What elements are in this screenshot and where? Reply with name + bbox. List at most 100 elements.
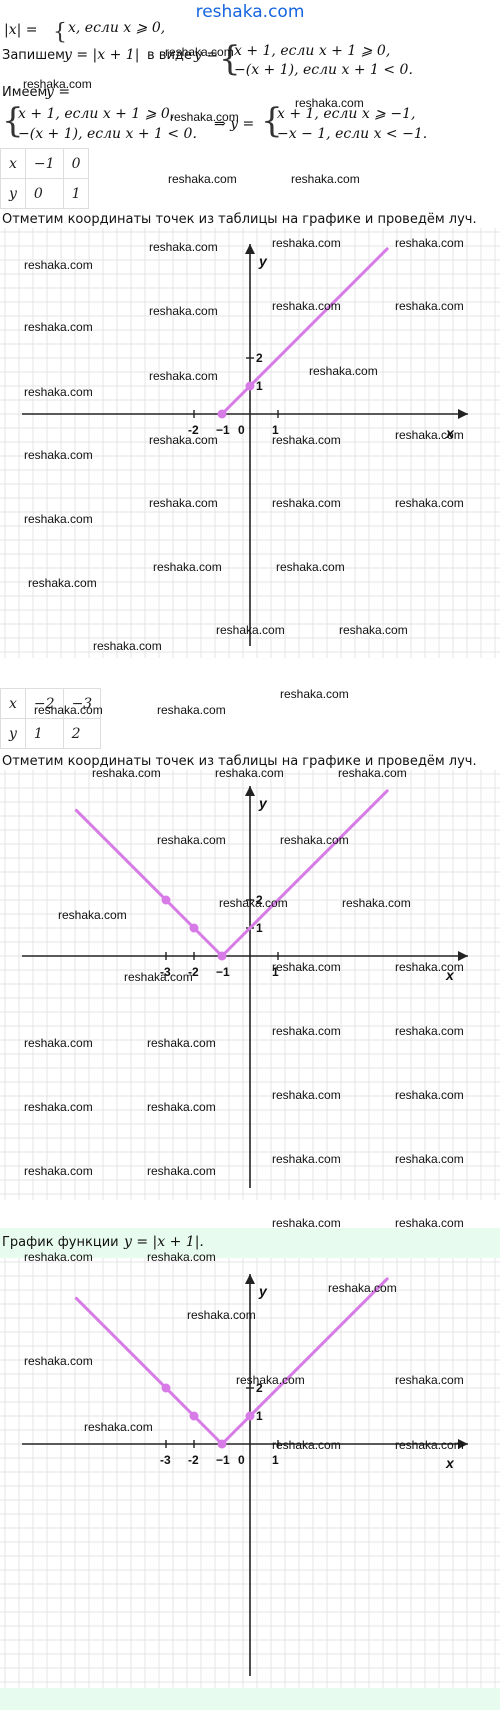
watermark: reshaka.com: [328, 1281, 397, 1295]
x-axis-arrow: [458, 409, 468, 419]
brace: {: [53, 20, 67, 45]
text-v-vide: в виде: [147, 48, 192, 63]
watermark: reshaka.com: [395, 428, 464, 442]
watermark: reshaka.com: [395, 960, 464, 974]
watermark: reshaka.com: [395, 1088, 464, 1102]
watermark: reshaka.com: [24, 385, 93, 399]
text-imeem: Имеем: [2, 85, 48, 100]
brace: {: [2, 101, 24, 141]
implies: ⇒ y =: [214, 116, 255, 132]
table-header-x: x: [0, 148, 26, 179]
x-tick-label: -3: [160, 965, 171, 979]
graph-point: [189, 923, 199, 933]
watermark: reshaka.com: [395, 1024, 464, 1038]
x-tick-label: −1: [216, 965, 230, 979]
watermark: reshaka.com: [157, 703, 226, 717]
watermark: reshaka.com: [272, 1438, 341, 1452]
x-axis-label: x: [445, 1455, 455, 1471]
watermark: reshaka.com: [395, 236, 464, 250]
watermark: reshaka.com: [34, 703, 103, 717]
watermark: reshaka.com: [24, 258, 93, 272]
x-axis-arrow: [458, 951, 468, 961]
caption-2: Отметим координаты точек из таблицы на г…: [2, 754, 477, 769]
x-tick-label: -2: [188, 423, 199, 437]
brace: {: [219, 39, 241, 79]
y-axis-label: y: [258, 1283, 268, 1299]
y-axis-arrow: [245, 1274, 255, 1284]
x-axis-label: x: [445, 425, 455, 441]
watermark: reshaka.com: [124, 970, 193, 984]
watermark: reshaka.com: [219, 896, 288, 910]
table-cell: −3: [62, 688, 102, 719]
case-3: x + 1, если x ⩾ −1,: [277, 106, 416, 122]
y-axis-arrow: [245, 244, 255, 254]
table-header-x: x: [0, 688, 26, 719]
watermark: reshaka.com: [24, 1100, 93, 1114]
watermark: reshaka.com: [149, 369, 218, 383]
watermark: reshaka.com: [149, 304, 218, 318]
watermark: reshaka.com: [149, 240, 218, 254]
table-cell: 2: [62, 718, 102, 749]
x-tick-label: 1: [272, 1453, 279, 1467]
graph-point: [245, 381, 255, 391]
grid: [0, 770, 500, 1200]
watermark: reshaka.com: [147, 1164, 216, 1178]
y-tick-label: 1: [256, 1409, 263, 1423]
watermark: reshaka.com: [395, 496, 464, 510]
watermark: reshaka.com: [157, 833, 226, 847]
site-logo[interactable]: reshaka.com: [195, 2, 305, 22]
watermark: reshaka.com: [338, 766, 407, 780]
watermark: reshaka.com: [149, 496, 218, 510]
case-1: x + 1, если x + 1 ⩾ 0,: [234, 43, 391, 59]
watermark: reshaka.com: [395, 1373, 464, 1387]
watermark: reshaka.com: [147, 1250, 216, 1264]
x-axis-label: x: [445, 967, 455, 983]
watermark: reshaka.com: [215, 766, 284, 780]
y-tick-label: 1: [256, 921, 263, 935]
watermark: reshaka.com: [339, 623, 408, 637]
watermark: reshaka.com: [24, 1354, 93, 1368]
math-y: y =: [46, 84, 71, 100]
watermark: reshaka.com: [272, 1152, 341, 1166]
watermark: reshaka.com: [272, 236, 341, 250]
watermark: reshaka.com: [153, 560, 222, 574]
case-2: −(x + 1), если x + 1 < 0.: [234, 62, 413, 78]
table-cell: 1: [24, 718, 64, 749]
watermark: reshaka.com: [24, 320, 93, 334]
table-cell: 0: [62, 148, 90, 179]
watermark: reshaka.com: [395, 299, 464, 313]
watermark: reshaka.com: [28, 576, 97, 590]
case-1: x + 1, если x + 1 ⩾ 0,: [18, 106, 175, 122]
table-cell: −1: [24, 148, 64, 179]
y-axis-arrow: [245, 786, 255, 796]
watermark: reshaka.com: [276, 560, 345, 574]
watermark: reshaka.com: [272, 960, 341, 974]
caption-1: Отметим координаты точек из таблицы на г…: [2, 212, 477, 227]
watermark: reshaka.com: [395, 1438, 464, 1452]
watermark: reshaka.com: [58, 908, 127, 922]
y-axis-label: y: [258, 795, 268, 811]
watermark: reshaka.com: [395, 1216, 464, 1230]
y-tick-label: 1: [256, 379, 263, 393]
graph-point: [189, 1411, 199, 1421]
watermark: reshaka.com: [272, 299, 341, 313]
watermark: reshaka.com: [24, 448, 93, 462]
abs-definition: |x| =: [4, 22, 38, 38]
watermark: reshaka.com: [147, 1100, 216, 1114]
x-tick-label: 0: [238, 423, 245, 437]
answer-banner: [0, 1228, 500, 1258]
watermark: reshaka.com: [395, 1152, 464, 1166]
watermark: reshaka.com: [24, 1164, 93, 1178]
table-cell: 0: [24, 178, 64, 209]
watermark: reshaka.com: [272, 1216, 341, 1230]
watermark: reshaka.com: [92, 766, 161, 780]
graph-point: [217, 951, 227, 961]
watermark: reshaka.com: [272, 433, 341, 447]
y-axis-label: y: [258, 253, 268, 269]
table-cell: −2: [24, 688, 64, 719]
